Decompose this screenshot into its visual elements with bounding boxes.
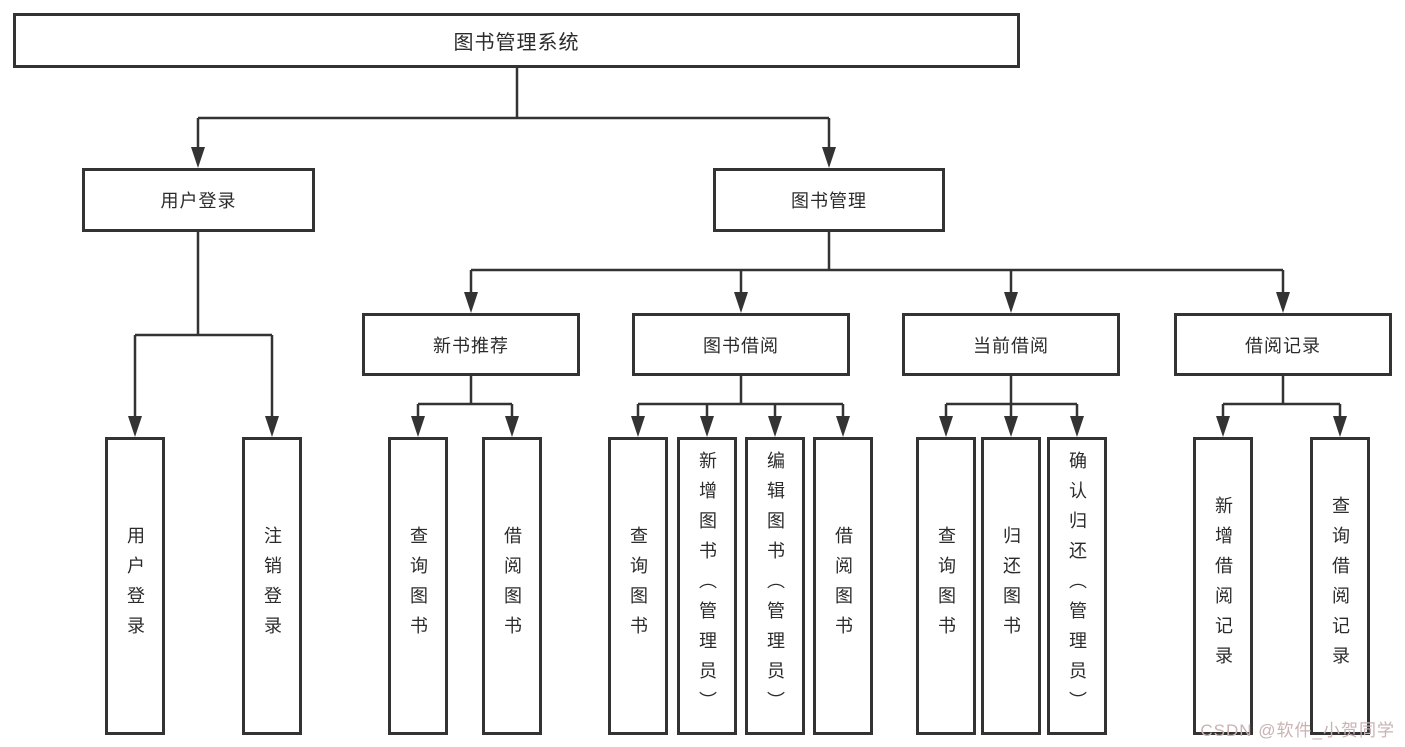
node-borrow-books-2: 借阅图书 [813,437,873,735]
node-logout: 注销登录 [242,437,302,735]
node-label: 查询图书 [408,526,428,646]
node-query-books-2: 查询图书 [608,437,668,735]
node-confirm-return-admin: 确认归还（管理员） [1047,437,1107,735]
node-label: 归还图书 [1001,526,1021,646]
node-label: 借阅图书 [833,526,853,646]
node-label: 用户登录 [160,191,237,211]
node-current-borrowing: 当前借阅 [902,313,1120,376]
node-label: 查询图书 [628,526,648,646]
node-label: 借阅图书 [502,526,522,646]
node-label: 新增图书（管理员） [697,451,717,721]
node-label: 图书管理 [791,191,867,211]
node-book-management: 图书管理 [713,168,945,232]
node-label: 图书借阅 [703,335,779,356]
node-query-borrow-record: 查询借阅记录 [1310,437,1370,735]
node-label: 借阅记录 [1245,335,1321,356]
node-label: 确认归还（管理员） [1067,451,1087,721]
node-label: 查询图书 [936,526,956,646]
node-user-login-leaf: 用户登录 [105,437,165,735]
node-library-system: 图书管理系统 [13,13,1020,68]
node-query-books-3: 查询图书 [916,437,976,735]
node-borrow-books-1: 借阅图书 [482,437,542,735]
node-edit-book-admin: 编辑图书（管理员） [745,437,805,735]
node-label: 编辑图书（管理员） [765,451,785,721]
node-book-borrowing: 图书借阅 [632,313,850,376]
node-add-book-admin: 新增图书（管理员） [677,437,737,735]
node-add-borrow-record: 新增借阅记录 [1193,437,1253,735]
node-label: 新增借阅记录 [1213,496,1233,676]
node-user-login: 用户登录 [82,168,315,232]
node-label: 用户登录 [125,526,145,646]
node-new-book-recommend: 新书推荐 [362,313,580,376]
node-label: 查询借阅记录 [1330,496,1350,676]
node-label: 图书管理系统 [453,32,580,54]
arrowheads [128,147,1347,437]
node-return-books: 归还图书 [981,437,1041,735]
node-label: 新书推荐 [433,335,509,356]
node-label: 注销登录 [262,526,282,646]
node-borrow-records: 借阅记录 [1174,313,1392,376]
node-query-books-1: 查询图书 [388,437,448,735]
node-label: 当前借阅 [973,335,1049,356]
